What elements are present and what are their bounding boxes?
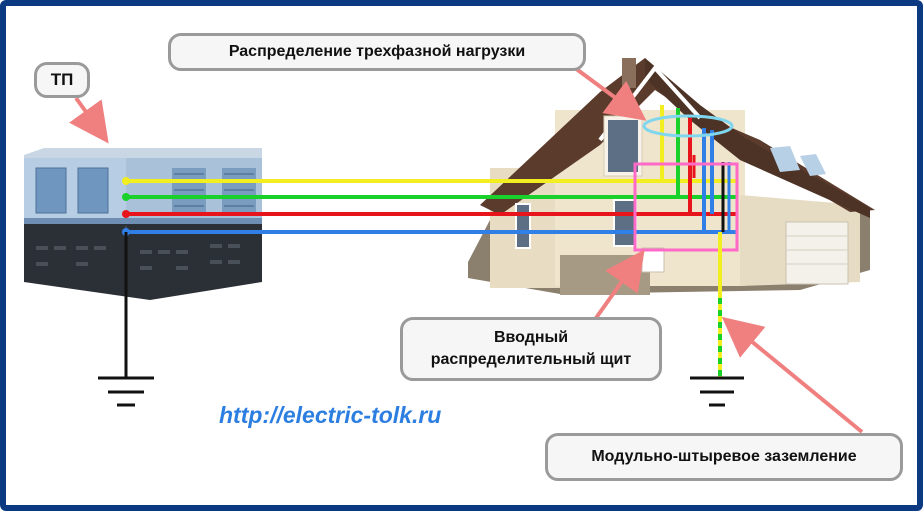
substation-label: ТП xyxy=(34,62,90,98)
source-url: http://electric-tolk.ru xyxy=(219,402,442,428)
input-panel-label-line1: Вводный xyxy=(493,329,569,346)
substation-icon xyxy=(24,148,262,300)
input-panel-label: Вводный распределительный щит xyxy=(400,317,662,381)
input-panel-label-line2: распределительный щит xyxy=(430,351,632,368)
three-phase-label: Распределение трехфазной нагрузки xyxy=(168,33,586,71)
phase-distribution-ring xyxy=(642,114,734,138)
house-icon xyxy=(468,58,875,295)
house-ground-icon xyxy=(690,232,744,407)
panel-highlight-box xyxy=(633,162,739,252)
ground-symbol-icon xyxy=(98,232,154,407)
grounding-label: Модульно-штыревое заземление xyxy=(545,433,903,481)
pointer-arrow-icon xyxy=(69,66,864,434)
